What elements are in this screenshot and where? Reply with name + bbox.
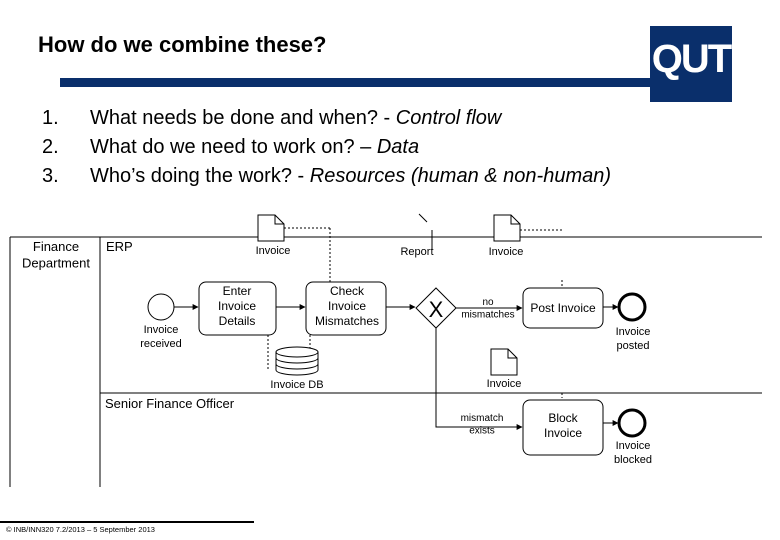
list-item: 3.Who’s doing the work? - Resources (hum…	[42, 165, 612, 187]
bullet-list: 1.What needs be done and when? - Control…	[40, 104, 611, 191]
lane-label-erp: ERP	[106, 239, 133, 254]
data-store-invoice-db	[275, 346, 319, 376]
gateway-marker: X	[429, 297, 444, 322]
slide-title: How do we combine these?	[38, 32, 327, 57]
data-object-report	[407, 213, 429, 223]
data-store-label: Invoice DB	[270, 379, 323, 391]
list-item: 2.What do we need to work on? – Data	[42, 136, 420, 158]
pool-frame	[9, 236, 762, 487]
list-item: 1.What needs be done and when? - Control…	[42, 107, 502, 129]
data-label-invoice-2: Invoice	[489, 246, 524, 258]
data-label-invoice-1: Invoice	[256, 245, 291, 257]
task-post-label: Post Invoice	[530, 301, 596, 315]
footer-rule	[0, 521, 254, 523]
task-enter-invoice-details	[198, 281, 277, 336]
title-underline-bar	[60, 78, 732, 87]
end-event-blocked	[617, 408, 647, 438]
start-event	[147, 293, 175, 321]
lane-label-officer: Senior Finance Officer	[105, 396, 235, 411]
footer-text: © INB/INN320 7.2/2013 – 5 September 2013	[6, 525, 155, 534]
task-block-invoice	[522, 399, 604, 456]
data-label-report: Report	[400, 246, 433, 258]
sequence-flows	[174, 304, 619, 430]
qut-logo: QUT	[650, 26, 732, 102]
data-object-invoice-1	[257, 214, 285, 242]
task-post-invoice	[522, 287, 604, 329]
task-check-invoice-mismatches	[305, 281, 387, 336]
data-object-invoice-2	[493, 214, 521, 242]
data-object-invoice-3	[490, 348, 518, 376]
end-event-posted	[617, 292, 647, 322]
data-label-invoice-3: Invoice	[487, 378, 522, 390]
